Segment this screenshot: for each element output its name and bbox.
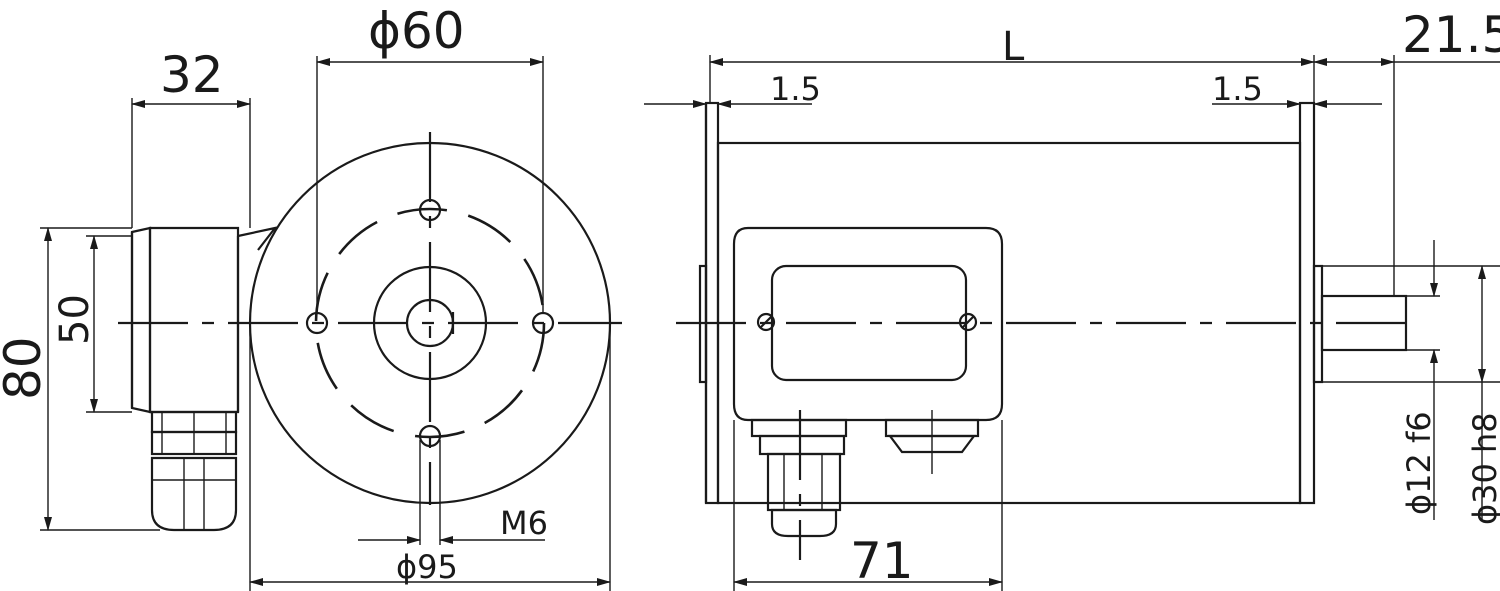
side-view: 32 80 50: [0, 46, 278, 532]
dim-shaft-dia: ϕ12 f6: [1400, 411, 1438, 515]
dim-length-L: L: [1002, 24, 1025, 70]
plug-top: [884, 410, 980, 474]
dim-dia-60: ϕ60: [368, 2, 465, 60]
dim-thread-m6: M6: [500, 504, 548, 542]
dim-dia-95: ϕ95: [396, 548, 458, 586]
dim-width-21-5: 21.5: [1402, 6, 1500, 64]
dim-gap-1-5-right: 1.5: [1212, 70, 1263, 108]
dim-gap-1-5-left: 1.5: [770, 70, 821, 108]
cable-gland-side: [150, 410, 238, 532]
dim-width-32: 32: [160, 46, 224, 104]
dim-height-80: 80: [0, 336, 52, 400]
dim-spigot-dia: ϕ30 h8: [1466, 412, 1500, 525]
front-view: ϕ60 M6 ϕ95: [118, 2, 622, 591]
top-view: L 21.5 1.5 1.5 71 ϕ12 f6 ϕ30 h8: [644, 6, 1500, 591]
dim-width-71: 71: [850, 532, 914, 590]
cable-gland-top: [750, 410, 848, 560]
dim-height-50: 50: [52, 294, 98, 345]
